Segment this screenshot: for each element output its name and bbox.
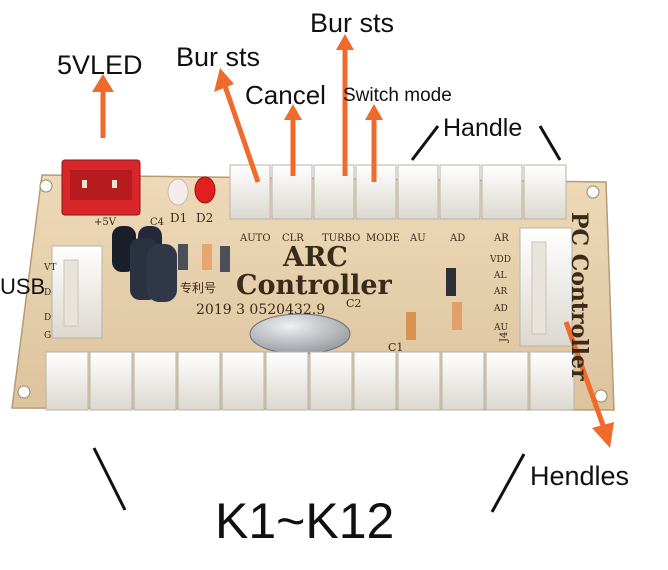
mounting-hole xyxy=(594,389,608,403)
board-title-line1: ARC xyxy=(283,242,348,273)
capacitor-label: C4 xyxy=(150,217,165,228)
label-bursts-left: Bur sts xyxy=(176,42,261,72)
led-connector xyxy=(61,159,141,216)
usb-pin-label: D xyxy=(44,313,52,323)
top-connectors xyxy=(229,164,567,220)
label-handle: Handle xyxy=(443,114,523,142)
led-label: D1 xyxy=(170,211,188,225)
joystick-pin-label: AD xyxy=(494,304,508,314)
header-label: TURBO xyxy=(322,233,361,244)
joystick-pin-label: AL xyxy=(494,271,507,281)
board-side-title: PC Controller xyxy=(566,212,592,381)
header-label: AR xyxy=(494,233,509,244)
joystick-header-label: J4 xyxy=(499,331,510,342)
label-cancel: Cancel xyxy=(245,80,326,110)
label-switch-mode: Switch mode xyxy=(343,85,452,106)
board-title-line2: Controller xyxy=(236,270,392,301)
electrolytic-capacitors xyxy=(112,226,177,302)
label-usb: USB xyxy=(0,274,46,299)
label-5v-led: 5VLED xyxy=(57,50,143,80)
patent-label: 专利号 xyxy=(180,281,217,295)
joystick-pin-label: AR xyxy=(494,287,508,297)
label-key-range: K1~K12 xyxy=(215,493,395,549)
label-bursts-right: Bur sts xyxy=(310,8,395,38)
capacitor-label: C1 xyxy=(388,341,404,354)
led-d2 xyxy=(194,176,216,204)
usb-pin-label: G xyxy=(44,331,52,341)
header-label: AD xyxy=(450,233,466,244)
power-label: +5V xyxy=(94,217,116,228)
capacitor-label: C2 xyxy=(346,297,362,310)
label-hendles: Hendles xyxy=(530,461,630,491)
mounting-hole xyxy=(17,385,31,399)
joystick-pin-label: VDD xyxy=(490,255,511,265)
usb-connector xyxy=(51,245,103,339)
callout-lines xyxy=(92,125,562,513)
patent-number: 2019 3 0520432.9 xyxy=(196,302,326,318)
small-components xyxy=(178,244,462,340)
header-label: AUTO xyxy=(240,233,271,244)
usb-pin-label: VT xyxy=(44,263,57,273)
crystal-oscillator xyxy=(249,313,351,355)
joystick-pin-label: AU xyxy=(494,323,509,333)
mounting-hole xyxy=(586,185,600,199)
joystick-connector xyxy=(519,227,573,347)
bottom-connectors xyxy=(45,351,575,411)
usb-pin-label: D xyxy=(44,288,52,298)
led-d1 xyxy=(167,178,189,206)
header-label: CLR xyxy=(282,233,304,244)
callout-arrows xyxy=(92,34,614,448)
header-label: AU xyxy=(410,233,426,244)
header-label: MODE xyxy=(366,233,400,244)
led-label: D2 xyxy=(196,211,214,225)
mounting-hole xyxy=(39,179,53,193)
